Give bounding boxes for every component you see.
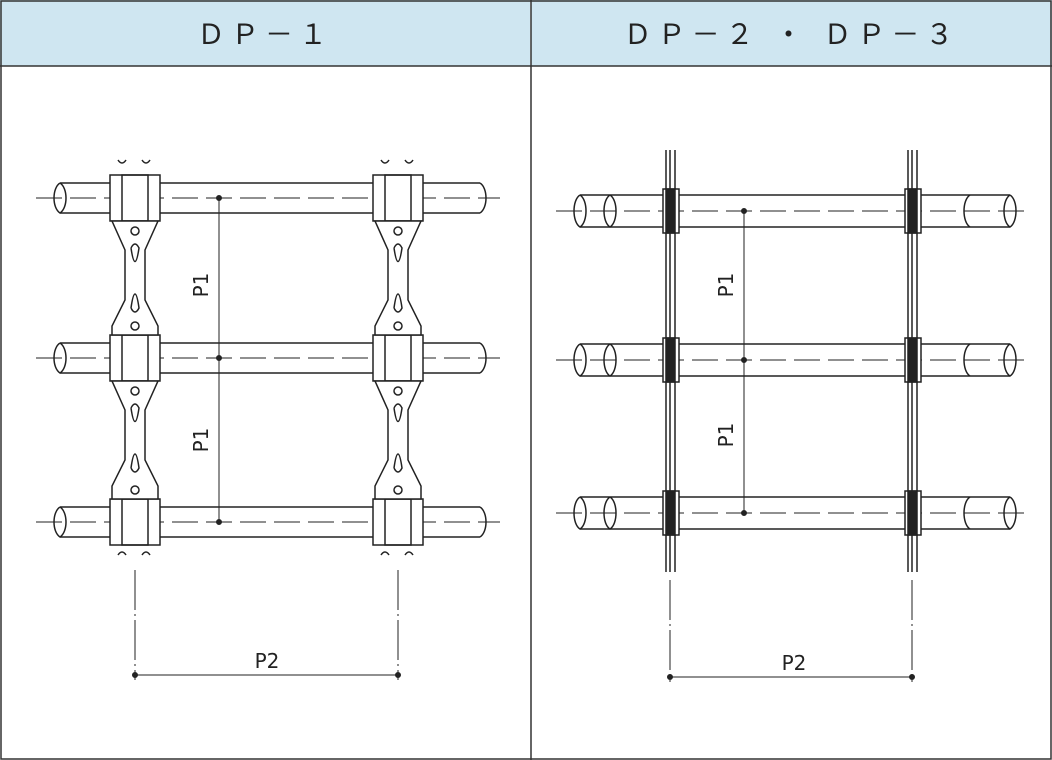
dp1-pipe-bottom [36,506,500,538]
dp2-rail-left [662,150,680,572]
dp1-pipe-middle [36,342,500,374]
dp1-p1-top-label: P1 [189,273,213,298]
dp1-p1-bottom-label: P1 [189,428,213,453]
dp2-p2-label: P2 [782,651,807,675]
dp1-p2-dimension [132,570,401,680]
dp2-rail-right [904,150,922,572]
dp1-spacer-column-left [109,159,161,556]
dp2-p1-bottom-label: P1 [714,423,738,448]
dp1-diagram [36,159,500,680]
dp2-p1-dimension [741,208,747,516]
panel-title-dp1: ＤＰ－１ [0,0,530,66]
dp1-p2-label: P2 [255,649,280,673]
dp1-pipe-top [36,182,500,214]
dp2-dp3-diagram [556,150,1030,682]
dp2-pipe-bottom [556,496,1030,530]
dp2-p2-dimension [667,580,915,682]
panel-title-dp2-dp3: ＤＰ－２ ・ ＤＰ－３ [531,0,1052,66]
dp2-pipe-middle [556,343,1030,377]
dp1-spacer-column-right [372,159,424,556]
dp2-p1-top-label: P1 [714,273,738,298]
dp1-p1-dimension [216,195,222,525]
dp2-pipe-top [556,194,1030,228]
